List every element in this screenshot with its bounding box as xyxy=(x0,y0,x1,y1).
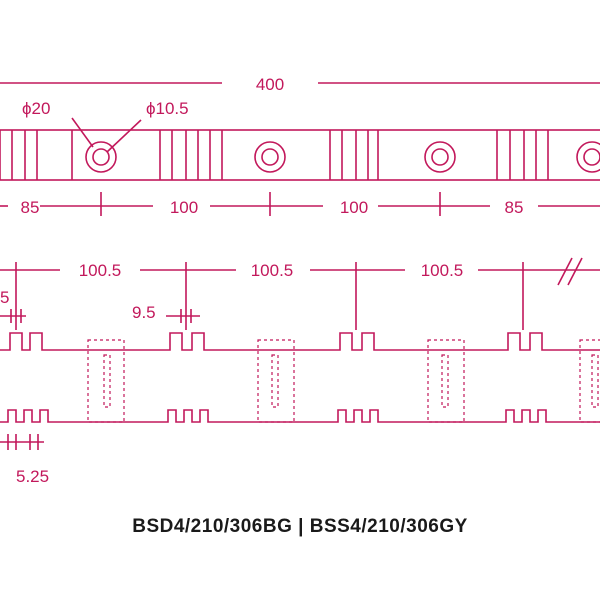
overall-length-label: 400 xyxy=(256,75,284,94)
top-slot-profile xyxy=(0,332,600,351)
groove-group-2 xyxy=(159,130,223,180)
mounting-hole-3 xyxy=(424,141,456,173)
small-pitch-label: 5.25 xyxy=(16,467,49,486)
break-mark-2 xyxy=(567,257,583,286)
pitch-label-3: 100.5 xyxy=(421,261,464,280)
spacing-label-4: 85 xyxy=(505,198,524,217)
left-partial-label: 5 xyxy=(0,288,9,307)
left-partial-dim xyxy=(0,309,26,323)
groove-group-3 xyxy=(329,130,379,180)
small-pitch-dim xyxy=(0,434,44,450)
mounting-hole-4 xyxy=(576,141,600,173)
leader-inner-dia xyxy=(106,119,142,153)
product-caption: BSD4/210/306BG | BSS4/210/306GY xyxy=(132,516,468,537)
spacing-dim-line xyxy=(0,192,600,216)
hidden-posts xyxy=(87,339,600,423)
mounting-hole-2 xyxy=(254,141,286,173)
spacing-label-1: 85 xyxy=(21,198,40,217)
leader-outer-dia xyxy=(71,117,94,148)
spacing-label-3: 100 xyxy=(340,198,368,217)
hole-inner-dia-label: ϕ10.5 xyxy=(146,99,189,118)
spacing-label-2: 100 xyxy=(170,198,198,217)
plate-outline xyxy=(0,129,600,181)
groove-group-4 xyxy=(496,130,549,180)
pitch-label-1: 100.5 xyxy=(79,261,122,280)
pitch-label-2: 100.5 xyxy=(251,261,294,280)
slot-width-dim xyxy=(166,309,200,323)
slot-width-label: 9.5 xyxy=(132,303,156,322)
groove-group-1 xyxy=(11,130,73,180)
break-mark-1 xyxy=(557,257,573,286)
pitch-dim-line xyxy=(0,262,600,330)
hole-outer-dia-label: ϕ20 xyxy=(22,99,50,118)
bottom-slot-profile xyxy=(0,409,600,423)
mounting-hole-1 xyxy=(85,141,117,173)
